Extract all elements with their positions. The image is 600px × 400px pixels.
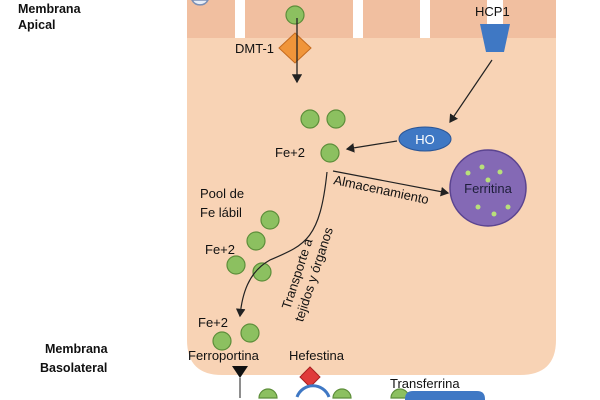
- fe2-top-label: Fe+2: [275, 145, 305, 160]
- enterocyte-cell: [187, 0, 556, 375]
- arrow-storage: [332, 170, 450, 197]
- transferrina-label: Transferrina: [390, 376, 460, 391]
- ferroportin-icon: [232, 366, 248, 378]
- hcp1-transporter-icon: [480, 24, 510, 52]
- iron-ions-bottom: [212, 323, 260, 351]
- ferritin-iron-dots: [465, 164, 511, 217]
- apical-label-line2: Apical: [18, 18, 56, 32]
- pool-label-line2: Fe lábil: [200, 205, 242, 220]
- arrow-ho-fe: [345, 140, 398, 153]
- arrow-transport: [235, 171, 328, 318]
- ferroportina-label: Ferroportina: [188, 348, 260, 363]
- transferrin-icon: [405, 391, 485, 400]
- apical-label-line1: Membrana: [18, 2, 82, 16]
- iron-ions-top: [300, 109, 346, 163]
- partial-molecule: [191, 0, 209, 6]
- dmt1-transporter-icon: [278, 32, 312, 64]
- pool-label-line1: Pool de: [200, 186, 244, 201]
- dmt1-label: DMT-1: [235, 41, 274, 56]
- iron-ions-pool: [226, 210, 280, 282]
- ho-enzyme: [398, 126, 452, 152]
- ferritina-label: Ferritina: [464, 181, 512, 196]
- basolateral-label-line1: Membrana: [45, 342, 109, 356]
- iron-ion: [285, 5, 305, 25]
- hefestina-label: Hefestina: [289, 348, 345, 363]
- hcp1-label: HCP1: [475, 4, 510, 19]
- iron-ions-blood: [258, 388, 410, 399]
- arrow-hcp1-ho: [449, 59, 493, 123]
- microvilli-gaps: [235, 0, 503, 38]
- hefestin-complex: [295, 384, 331, 398]
- fe2-pool-label: Fe+2: [205, 242, 235, 257]
- basolateral-label-line2: Basolateral: [40, 361, 107, 375]
- ho-label: HO: [415, 132, 435, 147]
- fe2-bottom-label: Fe+2: [198, 315, 228, 330]
